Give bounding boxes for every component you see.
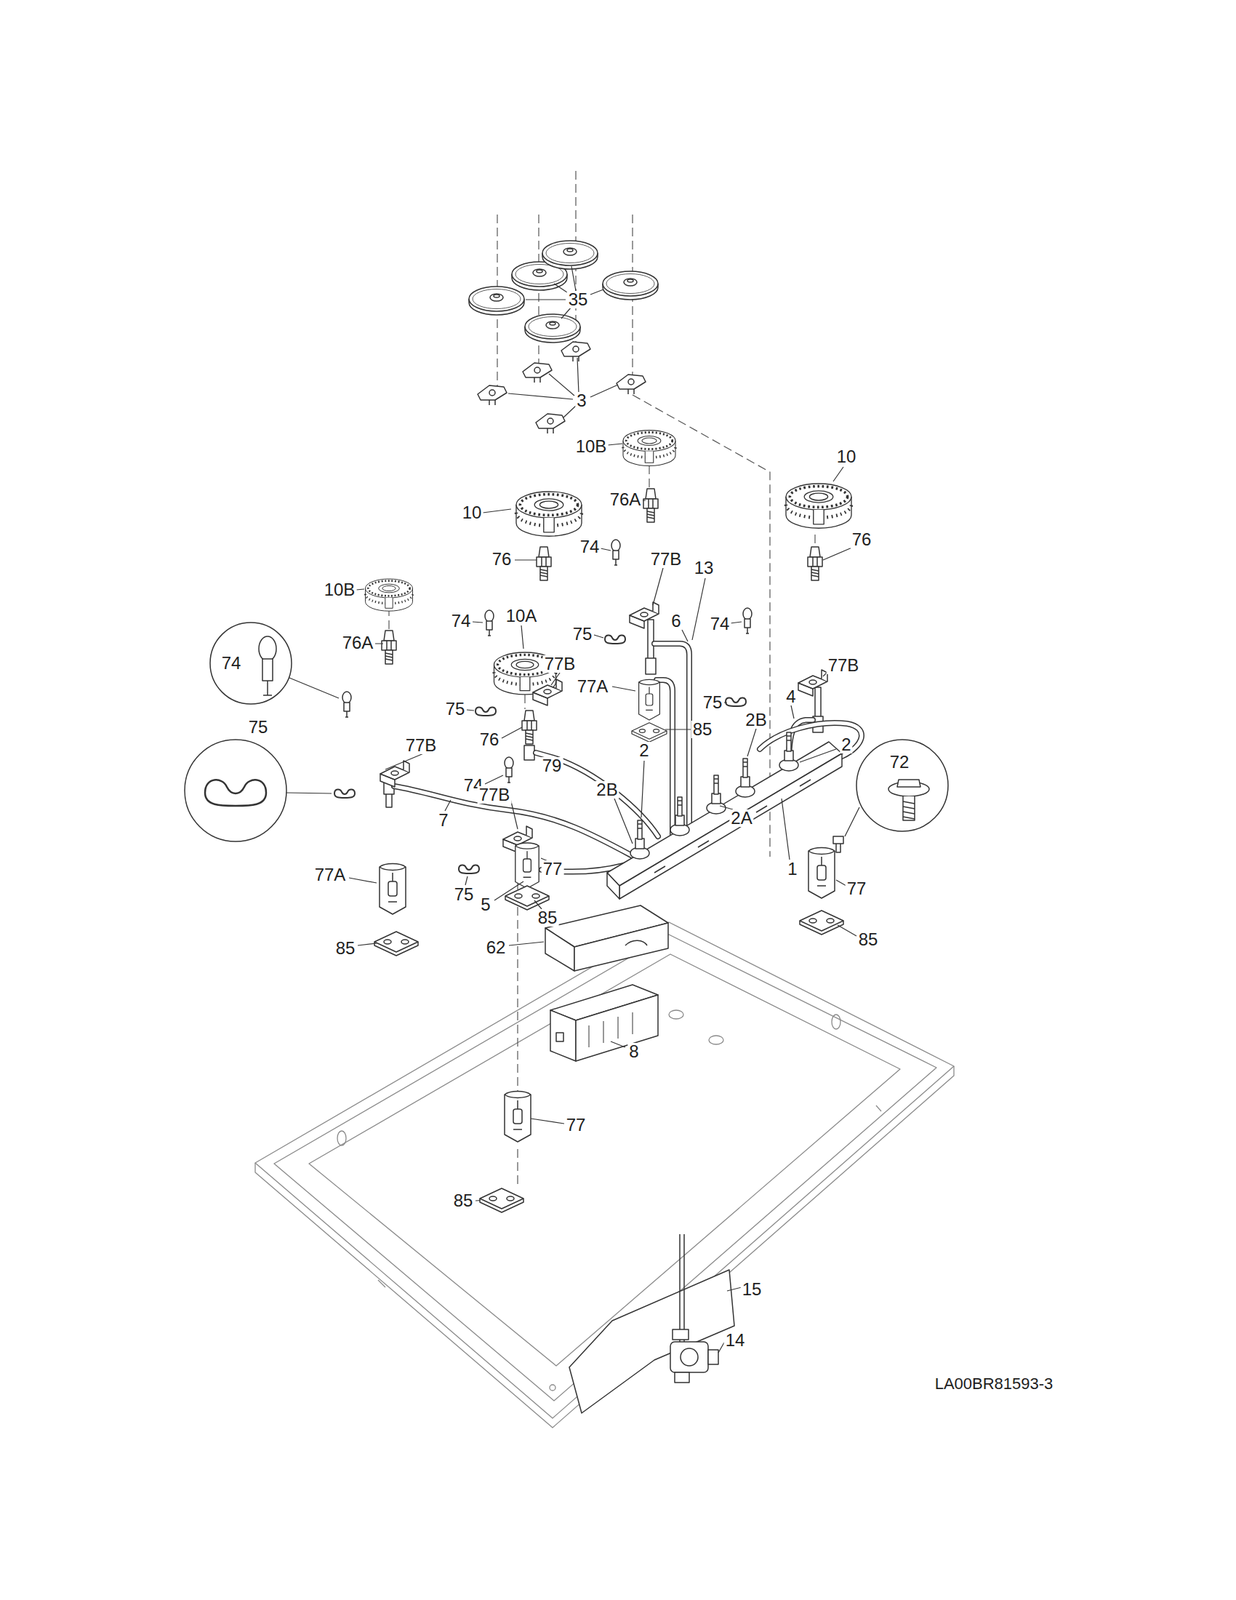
callout-number: 76 — [850, 530, 874, 549]
callout-number: 77B — [826, 656, 861, 674]
callout-number: 62 — [484, 938, 508, 957]
callout-number: 15 — [740, 1280, 764, 1298]
callout-number: 10 — [460, 503, 484, 522]
callout-number: 7 — [436, 811, 450, 829]
callout-number: 85 — [536, 908, 560, 927]
callout-number: 74 — [708, 615, 732, 633]
callout-number: 10A — [504, 607, 539, 625]
callout-number: 74 — [578, 538, 602, 556]
callout-number: 74 — [450, 612, 473, 630]
callout-number: 77B — [477, 785, 512, 804]
callout-number: 76A — [608, 490, 643, 509]
callout-number: 8 — [627, 1042, 640, 1061]
callout-number: 6 — [669, 612, 682, 630]
callout-number: 2 — [637, 741, 650, 760]
callout-number: 10B — [322, 580, 357, 599]
callout-number: 76 — [478, 730, 501, 749]
callout-number: 75 — [247, 718, 270, 736]
callout-number: 79 — [540, 756, 564, 775]
callout-number: 85 — [452, 1191, 475, 1210]
callout-number: 5 — [479, 895, 492, 914]
callout-number: 2A — [729, 809, 754, 827]
callout-number: 77B — [649, 550, 684, 568]
callout-number: 10B — [574, 437, 609, 456]
callout-number: 85 — [857, 930, 880, 949]
callout-number: 76 — [490, 550, 514, 568]
callout-number: 74 — [220, 654, 243, 672]
callout-number: 4 — [784, 687, 797, 706]
callout-number: 35 — [567, 290, 590, 309]
callout-number: 77B — [404, 736, 439, 754]
callout-number: 76A — [340, 633, 376, 652]
callout-number: 85 — [334, 939, 357, 957]
callout-number: 2 — [839, 735, 853, 754]
callout-number: 77A — [313, 865, 348, 884]
callout-number: 77 — [541, 860, 565, 878]
callout-number: 77 — [564, 1116, 588, 1134]
callout-number: 10 — [835, 447, 858, 466]
callout-number: 72 — [888, 753, 912, 771]
callout-number: 75 — [701, 693, 725, 712]
callout-number: 77 — [845, 879, 869, 898]
callout-number: 2B — [594, 780, 619, 799]
callout-number: 75 — [571, 625, 595, 643]
callout-number: 75 — [452, 885, 476, 904]
callout-number: 2B — [743, 711, 768, 729]
callout-number: 1 — [785, 860, 799, 878]
drawing-number: LA00BR81593-3 — [933, 1375, 1055, 1392]
callout-number: 13 — [692, 559, 716, 577]
callout-number: 77B — [543, 655, 578, 673]
callout-number: 3 — [575, 391, 588, 410]
callout-number: 14 — [724, 1331, 747, 1349]
callout-number: 75 — [444, 700, 467, 718]
callout-number: 85 — [691, 720, 714, 738]
callout-number: 77A — [575, 677, 611, 696]
